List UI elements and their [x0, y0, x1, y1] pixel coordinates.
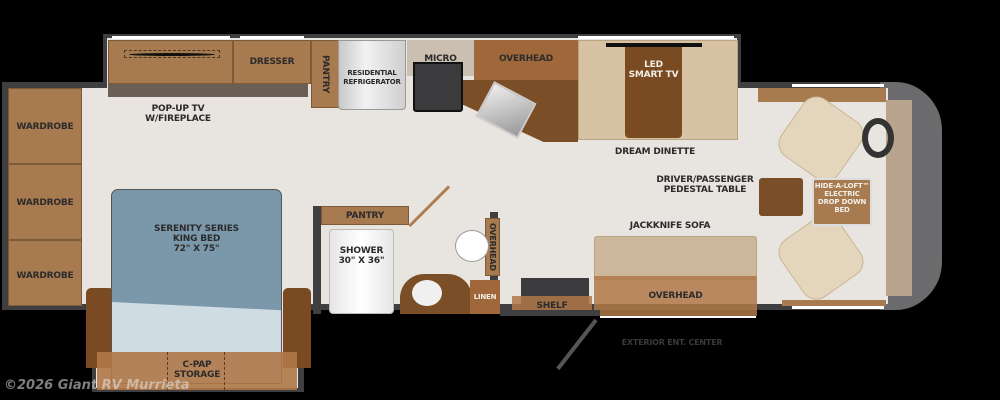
entry-door[interactable] — [556, 318, 598, 371]
dresser: DRESSER — [233, 40, 311, 84]
cooktop — [413, 62, 463, 112]
loft-bed: HIDE-A-LOFT™ ELECTRIC DROP DOWN BED — [812, 178, 872, 226]
bath-wall-left — [313, 206, 321, 314]
residential-refrigerator: RESIDENTIAL REFRIGERATOR — [338, 40, 406, 110]
steering-wheel-icon — [862, 118, 894, 158]
sofa-label: JACKKNIFE SOFA — [629, 221, 711, 231]
wardrobe-2: WARDROBE — [8, 164, 82, 240]
bath-sink-icon — [412, 280, 442, 306]
wardrobe-3: WARDROBE — [8, 240, 82, 306]
cpap-divider — [167, 352, 225, 390]
cockpit-cabinet-top — [758, 88, 886, 102]
cpap-storage: C-PAP STORAGE — [97, 352, 297, 390]
wardrobe-1: WARDROBE — [8, 88, 82, 164]
window — [112, 36, 230, 39]
king-bed: SERENITY SERIES KING BED 72" X 75" — [111, 189, 282, 384]
pedestal-table — [759, 178, 803, 216]
dinette-label: DREAM DINETTE — [614, 147, 696, 157]
shower: SHOWER 30" X 36" — [329, 229, 394, 314]
window — [578, 36, 734, 39]
dinette-table: LED SMART TV — [625, 46, 682, 138]
wall-divider — [500, 310, 600, 316]
fireplace-ledge — [108, 84, 308, 97]
window — [240, 36, 304, 39]
linen: LINEN — [470, 280, 500, 314]
overhead-kitchen: OVERHEAD — [474, 40, 578, 80]
exterior-ent-center-label: EXTERIOR ENT. CENTER — [621, 338, 723, 347]
jackknife-sofa — [594, 236, 757, 280]
toilet-icon — [455, 230, 489, 262]
pantry-bath: PANTRY — [321, 206, 409, 225]
pantry-top: PANTRY — [311, 40, 339, 108]
popup-tv-icon — [124, 50, 220, 58]
window — [792, 84, 884, 87]
popup-tv-label: POP-UP TV W/FIREPLACE — [145, 104, 211, 124]
window — [792, 306, 884, 309]
watermark: ©2026 Giant RV Murrieta — [4, 378, 190, 393]
tv-cabinet — [108, 40, 233, 84]
window — [600, 316, 756, 318]
overhead-sofa: OVERHEAD — [594, 276, 757, 316]
led-tv-icon — [606, 43, 702, 47]
pedestal-table-label: DRIVER/PASSENGER PEDESTAL TABLE — [656, 175, 754, 195]
cockpit-cabinet-bottom — [782, 300, 886, 306]
